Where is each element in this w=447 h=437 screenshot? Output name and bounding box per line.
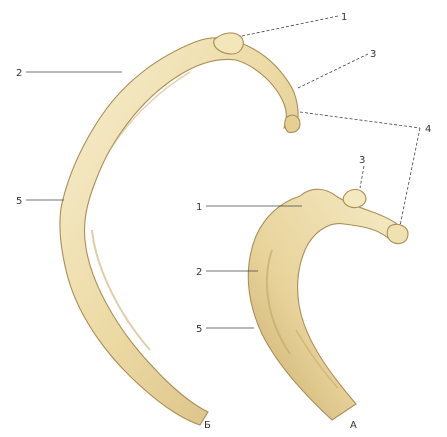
large-rib-label-1: 1 — [341, 12, 347, 23]
large-rib-label-2: 2 — [16, 68, 22, 79]
small-rib-tubercle — [343, 189, 366, 207]
small-rib-label-2: 2 — [196, 267, 202, 278]
small-rib-illustration — [248, 189, 408, 420]
large-rib-label-4: 4 — [425, 124, 431, 135]
small-rib-label-5: 5 — [196, 324, 202, 335]
large-rib-label-5: 5 — [16, 196, 22, 207]
small-rib-letter: А — [350, 420, 357, 431]
small-rib-head — [387, 224, 408, 243]
large-rib-label-3: 3 — [370, 49, 376, 60]
small-rib-label-3: 3 — [359, 155, 365, 166]
small-rib-label-1: 1 — [196, 202, 202, 213]
small-rib-body — [248, 189, 404, 420]
large-rib-head — [285, 115, 300, 132]
large-rib-letter: Б — [204, 420, 211, 431]
